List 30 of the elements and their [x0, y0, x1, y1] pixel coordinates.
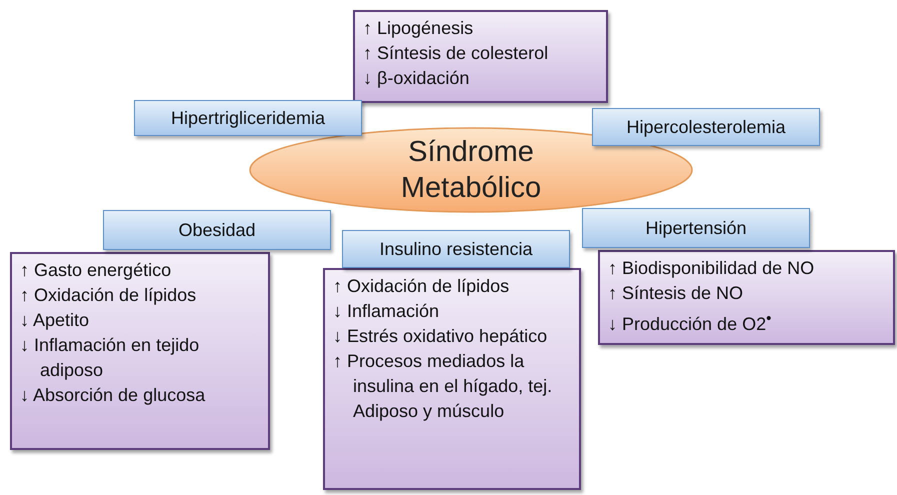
- list-item: ↑ Lipogénesis: [363, 17, 474, 40]
- condition-label: Hipertensión: [645, 218, 747, 238]
- list-item: ↓ Absorción de glucosa: [20, 384, 206, 407]
- condition-label: Obesidad: [178, 220, 256, 240]
- condition-box: [592, 108, 820, 146]
- list-item: ↓ β-oxidación: [363, 67, 470, 90]
- list-item: ↓ Inflamación: [333, 300, 440, 323]
- list-item: ↑ Síntesis de colesterol: [363, 42, 550, 65]
- list-item: ↑ Gasto energético: [20, 259, 172, 282]
- condition-box: [103, 210, 331, 250]
- condition-label: Hipertrigliceridemia: [170, 108, 326, 128]
- condition-box: [134, 100, 362, 136]
- list-item: ↓ Estrés oxidativo hepático: [333, 325, 548, 348]
- list-item: ↑ Oxidación de lípidos: [20, 284, 198, 307]
- condition-label: Insulino resistencia: [379, 238, 533, 260]
- effects-box: [353, 10, 608, 103]
- effects-box: [323, 268, 581, 490]
- condition-box: [342, 230, 570, 268]
- list-item: ↑ Procesos mediados la insulina en el hígado, tej. Adiposo y músculo: [333, 350, 554, 423]
- list-item: ↓ Inflamación en tejido adiposo: [20, 334, 200, 382]
- list-item: ↑ Oxidación de lípidos: [333, 275, 510, 298]
- condition-box: [582, 208, 810, 248]
- list-item: ↓ Apetito: [20, 309, 90, 332]
- list-item: ↓ Producción de O2$^{•}$: [608, 309, 772, 336]
- list-item: ↑ Síntesis de NO: [608, 282, 744, 305]
- effects-box: [10, 252, 270, 450]
- effects-box: [598, 250, 895, 345]
- condition-label: Hipercolesterolemia: [626, 116, 786, 138]
- title-text: Síndrome Metabólico: [400, 135, 542, 206]
- list-item: ↑ Biodisponibilidad de NO: [608, 257, 816, 280]
